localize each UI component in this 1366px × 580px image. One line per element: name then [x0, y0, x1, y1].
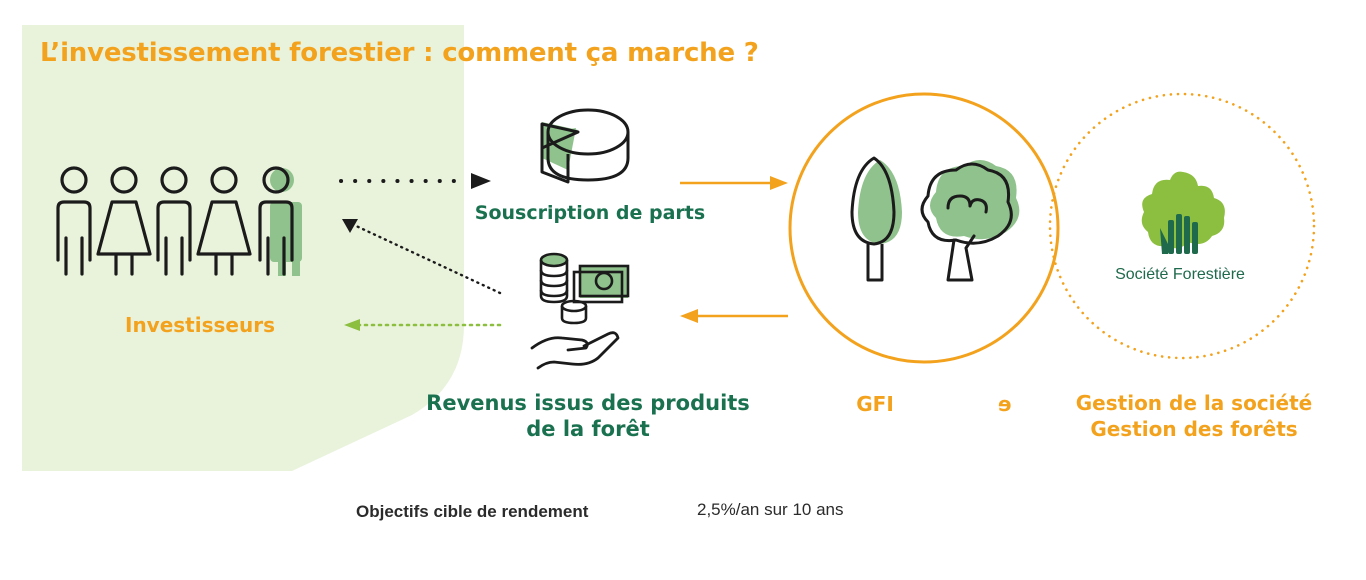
gfi-circle — [788, 92, 1060, 364]
revenues-label: Revenus issus des produits de la forêt — [420, 390, 756, 442]
gfi-trailing-glyph: ɘ — [998, 392, 1012, 416]
revenues-label-line1: Revenus issus des produits — [426, 391, 750, 415]
arrow-to-revenues — [680, 309, 788, 323]
revenues-label-line2: de la forêt — [526, 417, 650, 441]
arrow-return-dark — [342, 219, 502, 295]
company-management-label: Gestion de la société Gestion des forêts — [1060, 390, 1328, 442]
arrow-to-subscription — [339, 173, 491, 189]
objectives-label: Objectifs cible de rendement — [356, 502, 589, 521]
objectives-value: 2,5%/an sur 10 ans — [697, 500, 844, 519]
page-title: L’investissement forestier : comment ça … — [40, 38, 759, 68]
brand-leaf-icon — [1141, 171, 1225, 254]
hand-icon — [530, 331, 620, 370]
investors-icon — [56, 166, 302, 276]
coins-icon — [539, 252, 630, 325]
arrow-to-gfi — [680, 176, 788, 190]
company-management-line1: Gestion de la société — [1075, 391, 1313, 415]
subscription-label: Souscription de parts — [474, 202, 706, 224]
tree-icon — [850, 156, 1020, 282]
company-management-line2: Gestion des forêts — [1090, 417, 1298, 441]
background-panel — [22, 25, 464, 471]
arrow-return-green — [344, 319, 502, 331]
company-brand-label: Société Forestière — [1115, 266, 1245, 283]
company-dotted-circle — [1048, 92, 1316, 360]
pie-icon — [540, 108, 630, 184]
gfi-label: GFI — [856, 392, 894, 416]
investors-label: Investisseurs — [125, 313, 275, 337]
